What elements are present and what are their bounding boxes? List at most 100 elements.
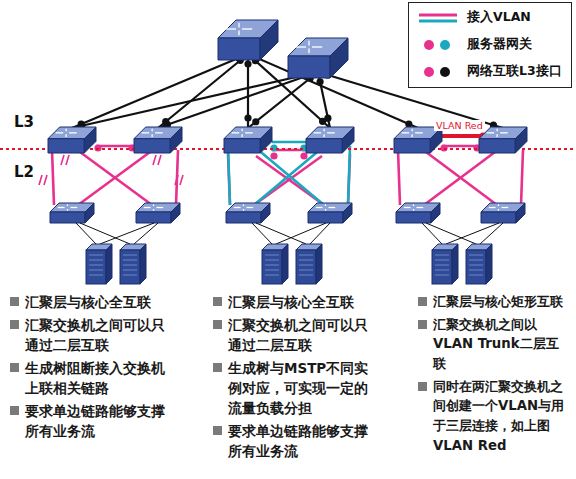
bullet-item: 汇聚层与核心全互联 <box>213 292 375 312</box>
switch-icon <box>226 203 270 223</box>
link-line <box>66 155 69 165</box>
bullet-square <box>418 320 427 329</box>
bullet-item: 生成树与MSTP不同实例对应，可实现一定的流量负载分担 <box>213 358 375 418</box>
link-line <box>72 72 318 128</box>
link-line <box>153 155 156 165</box>
bullet-text: 汇聚层与核心全互联 <box>25 292 151 312</box>
interface-dot <box>270 152 277 159</box>
bullet-column: 汇聚层与核心全互联汇聚交换机之间可以只通过二层互联生成树与MSTP不同实例对应，… <box>213 292 375 461</box>
link-line <box>442 145 479 148</box>
bullet-square <box>10 406 19 415</box>
switch-icon <box>50 203 94 223</box>
bullet-text: 汇聚层与核心矩形互联 <box>433 292 563 312</box>
interface-dot <box>324 115 331 122</box>
legend-text: 服务器网关 <box>467 36 532 53</box>
link-line <box>76 223 96 244</box>
link-line <box>310 223 330 244</box>
bullet-item: 汇聚层与核心全互联 <box>10 292 168 312</box>
link-line <box>78 152 150 205</box>
server-icon <box>262 244 288 284</box>
server-icon <box>86 244 112 284</box>
bullet-square <box>213 426 222 435</box>
bullet-text: 汇聚交换机之间以VLAN Trunk二层互联 <box>433 315 568 374</box>
legend-text: 网络互联L3接口 <box>467 63 562 80</box>
link-line <box>52 150 54 205</box>
link-line <box>424 152 495 205</box>
link-line <box>252 223 272 244</box>
bullet-item: 同时在两汇聚交换机之间创建一个VLAN与用于三层连接，如上图VLAN Red <box>418 377 568 456</box>
link-line <box>438 134 483 138</box>
bullet-column: 汇聚层与核心矩形互联汇聚交换机之间以VLAN Trunk二层互联同时在两汇聚交换… <box>418 292 568 455</box>
bullet-item: 要求单边链路能够支撑所有业务流 <box>10 401 168 441</box>
switch-icon <box>288 38 348 78</box>
bullet-item: 汇聚交换机之间可以只通过二层互联 <box>10 315 168 355</box>
bullet-square <box>10 363 19 372</box>
link-line <box>158 54 248 128</box>
switch-icon <box>218 20 278 60</box>
bullet-text: 汇聚交换机之间可以只通过二层互联 <box>25 315 168 355</box>
bullet-square <box>213 320 222 329</box>
link-line <box>158 155 161 165</box>
switch-icon <box>396 203 440 223</box>
bullet-text: 汇聚层与核心全互联 <box>228 292 354 312</box>
link-line <box>176 150 178 205</box>
link-line <box>44 175 47 185</box>
link-line <box>426 223 476 244</box>
vlan-label: VLAN Red <box>434 120 485 131</box>
link-line <box>276 223 326 244</box>
layer-label: L2 <box>14 163 34 181</box>
bullet-square <box>10 320 19 329</box>
legend-box: 接入VLAN 服务器网关网络互联L3接口 <box>408 2 572 88</box>
link-line <box>134 223 158 244</box>
link-line <box>72 54 248 128</box>
bullet-text: 生成树与MSTP不同实例对应，可实现一定的流量负载分担 <box>228 358 375 418</box>
switch-icon <box>48 127 96 153</box>
link-line <box>248 54 330 128</box>
switch-icon <box>224 127 272 153</box>
link-line <box>254 148 322 205</box>
switch-icon <box>134 127 182 153</box>
switch-icon <box>136 203 180 223</box>
bullet-item: 汇聚层与核心矩形互联 <box>418 292 568 312</box>
bullet-text: 同时在两汇聚交换机之间创建一个VLAN与用于三层连接，如上图VLAN Red <box>433 377 568 456</box>
link-line <box>480 223 503 244</box>
link-line <box>398 150 400 205</box>
bullet-text: 汇聚交换机之间可以只通过二层互联 <box>228 315 375 355</box>
link-line <box>158 72 318 128</box>
link-line <box>175 175 178 185</box>
bullet-column: 汇聚层与核心全互联汇聚交换机之间可以只通过二层互联生成树阻断接入交换机上联相关链… <box>10 292 168 441</box>
link-line <box>348 146 350 205</box>
server-icon <box>466 244 492 284</box>
link-line <box>256 223 306 244</box>
switch-icon <box>306 127 354 153</box>
link-line <box>521 150 523 205</box>
server-icon <box>432 244 458 284</box>
bullet-square <box>418 382 427 391</box>
interface-dot <box>244 60 251 67</box>
layer-label: L3 <box>14 113 34 131</box>
server-icon <box>296 244 322 284</box>
bullet-item: 汇聚交换机之间可以只通过二层互联 <box>213 315 375 355</box>
link-line <box>39 175 42 185</box>
link-line <box>180 175 183 185</box>
interface-dot <box>252 118 259 125</box>
switch-icon <box>481 203 525 223</box>
bullet-item: 汇聚交换机之间以VLAN Trunk二层互联 <box>418 315 568 374</box>
link-line <box>96 145 134 148</box>
server-icon <box>120 244 146 284</box>
bullet-item: 要求单边链路能够支撑所有业务流 <box>213 421 375 461</box>
bullet-square <box>213 297 222 306</box>
switch-icon <box>308 203 352 223</box>
link-line <box>422 223 442 244</box>
bullet-square <box>213 363 222 372</box>
link-line <box>80 223 130 244</box>
bullet-text: 生成树阻断接入交换机上联相关链路 <box>25 358 168 398</box>
bullet-square <box>418 297 427 306</box>
legend-text: 接入VLAN <box>467 9 531 26</box>
link-line <box>272 141 306 144</box>
link-line <box>61 155 64 165</box>
bullet-text: 要求单边链路能够支撑所有业务流 <box>228 421 375 461</box>
bullet-square <box>10 297 19 306</box>
switch-icon <box>479 127 527 153</box>
link-line <box>228 146 230 205</box>
